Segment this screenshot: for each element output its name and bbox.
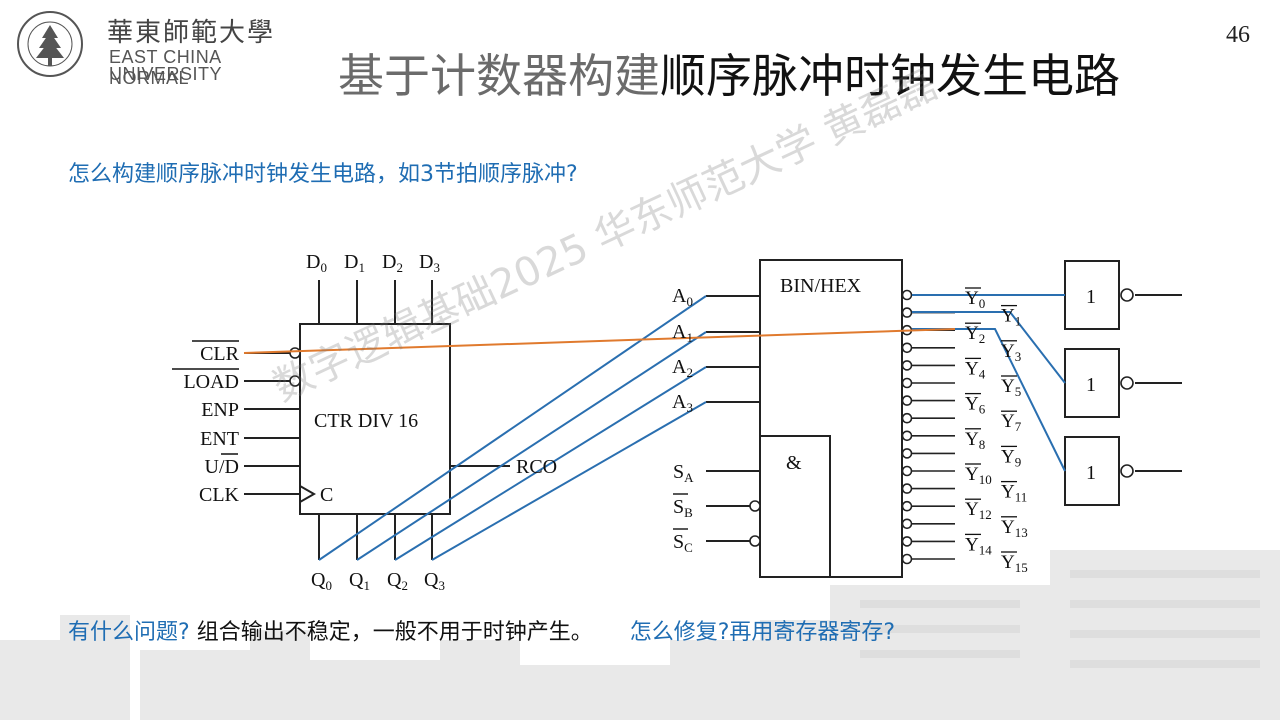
university-logo: 華東師範大學 EAST CHINA NORMAL UNIVERSITY (12, 8, 292, 88)
label-clk: CLK (199, 484, 240, 506)
label-a1: A1 (672, 321, 693, 345)
decoder-output-label: Y3 (1001, 341, 1021, 364)
buffer-2-label: 1 (1086, 374, 1096, 396)
label-a3: A3 (672, 391, 693, 415)
decoder-output-label: Y6 (965, 394, 986, 417)
decoder-output-label: Y13 (1001, 517, 1028, 540)
label-q1: Q1 (349, 569, 370, 593)
decoder-output-bubble (901, 377, 913, 389)
decoder-output-bubble (901, 430, 913, 442)
label-ud: U/D (205, 456, 239, 478)
label-load: LOAD (183, 371, 239, 393)
label-ent: ENT (200, 428, 239, 450)
decoder-output-label: Y11 (1001, 482, 1027, 505)
decoder-output-label: Y12 (965, 499, 992, 522)
fix-question: 怎么修复?再用寄存器寄存? (629, 620, 896, 645)
label-q3: Q3 (424, 569, 445, 593)
decoder-output-label: Y8 (965, 429, 985, 452)
decoder-name: BIN/HEX (780, 275, 862, 297)
label-sa: SA (673, 461, 694, 485)
counter-box (299, 323, 451, 515)
question-text: 怎么构建顺序脉冲时钟发生电路，如3节拍顺序脉冲? (68, 162, 578, 187)
decoder-output-label: Y5 (1001, 376, 1021, 399)
university-seal-icon (17, 11, 83, 77)
decoder-output-label: Y15 (1001, 552, 1028, 575)
decoder-output-label: Y7 (1001, 411, 1022, 434)
label-clr: CLR (200, 343, 240, 365)
label-clock-c: C (320, 484, 333, 506)
decoder-output-bubble (901, 536, 913, 547)
decoder-output-bubble (901, 412, 913, 424)
label-d0: D0 (306, 251, 327, 275)
label-and: & (786, 452, 802, 474)
decoder-output-label: Y10 (965, 464, 992, 487)
label-a0: A0 (672, 285, 693, 309)
decoder-output-bubble (901, 448, 913, 459)
problem-question: 有什么问题? (68, 620, 190, 645)
decoder-output-bubble (901, 360, 913, 371)
decoder-output-label: Y2 (965, 323, 985, 346)
label-q0: Q0 (311, 569, 332, 593)
slide-title: 基于计数器构建顺序脉冲时钟发生电路 (338, 40, 1120, 106)
decoder-output-bubble (901, 307, 913, 318)
decoder-output-bubble (901, 342, 913, 354)
logo-english-line1: EAST CHINA NORMAL (109, 47, 221, 88)
decoder-output-label: Y1 (1001, 306, 1021, 329)
decoder-output-bubble (901, 289, 913, 301)
label-sc: SC (673, 531, 693, 555)
decoder-output-bubble (901, 465, 913, 477)
label-rco: RCO (516, 456, 557, 478)
decoder-output-bubble (901, 500, 913, 512)
logo-chinese-name: 華東師範大學 (107, 18, 276, 48)
decoder-output-bubble (901, 395, 913, 406)
label-d2: D2 (382, 251, 403, 275)
campus-background (0, 550, 1280, 720)
label-sb: SB (673, 496, 693, 520)
decoder-output-label: Y4 (965, 358, 986, 381)
decoder-output-label: Y0 (965, 288, 985, 311)
problem-answer: 组合输出不稳定，一般不用于时钟产生。 (196, 620, 593, 645)
decoder-output-label: Y9 (1001, 446, 1021, 469)
counter-name: CTR DIV 16 (314, 410, 418, 432)
title-black-part: 顺序脉冲时钟发生电路 (660, 49, 1120, 103)
decoder-output-label: Y14 (965, 534, 992, 557)
label-a2: A2 (672, 356, 693, 380)
decoder-output-bubble (901, 518, 913, 530)
buffer-3-label: 1 (1086, 462, 1096, 484)
label-d1: D1 (344, 251, 365, 275)
label-enp: ENP (201, 399, 239, 421)
decoder-output-bubble (901, 553, 913, 565)
page-number: 46 (1226, 22, 1250, 48)
decoder-output-bubble (901, 483, 913, 494)
title-gray-part: 基于计数器构建 (338, 49, 660, 103)
bottom-text: 有什么问题? 组合输出不稳定，一般不用于时钟产生。 怎么修复?再用寄存器寄存? (68, 614, 895, 646)
logo-english-line2: UNIVERSITY (109, 64, 223, 84)
label-q2: Q2 (387, 569, 408, 593)
buffer-1-label: 1 (1086, 286, 1096, 308)
label-d3: D3 (419, 251, 440, 275)
